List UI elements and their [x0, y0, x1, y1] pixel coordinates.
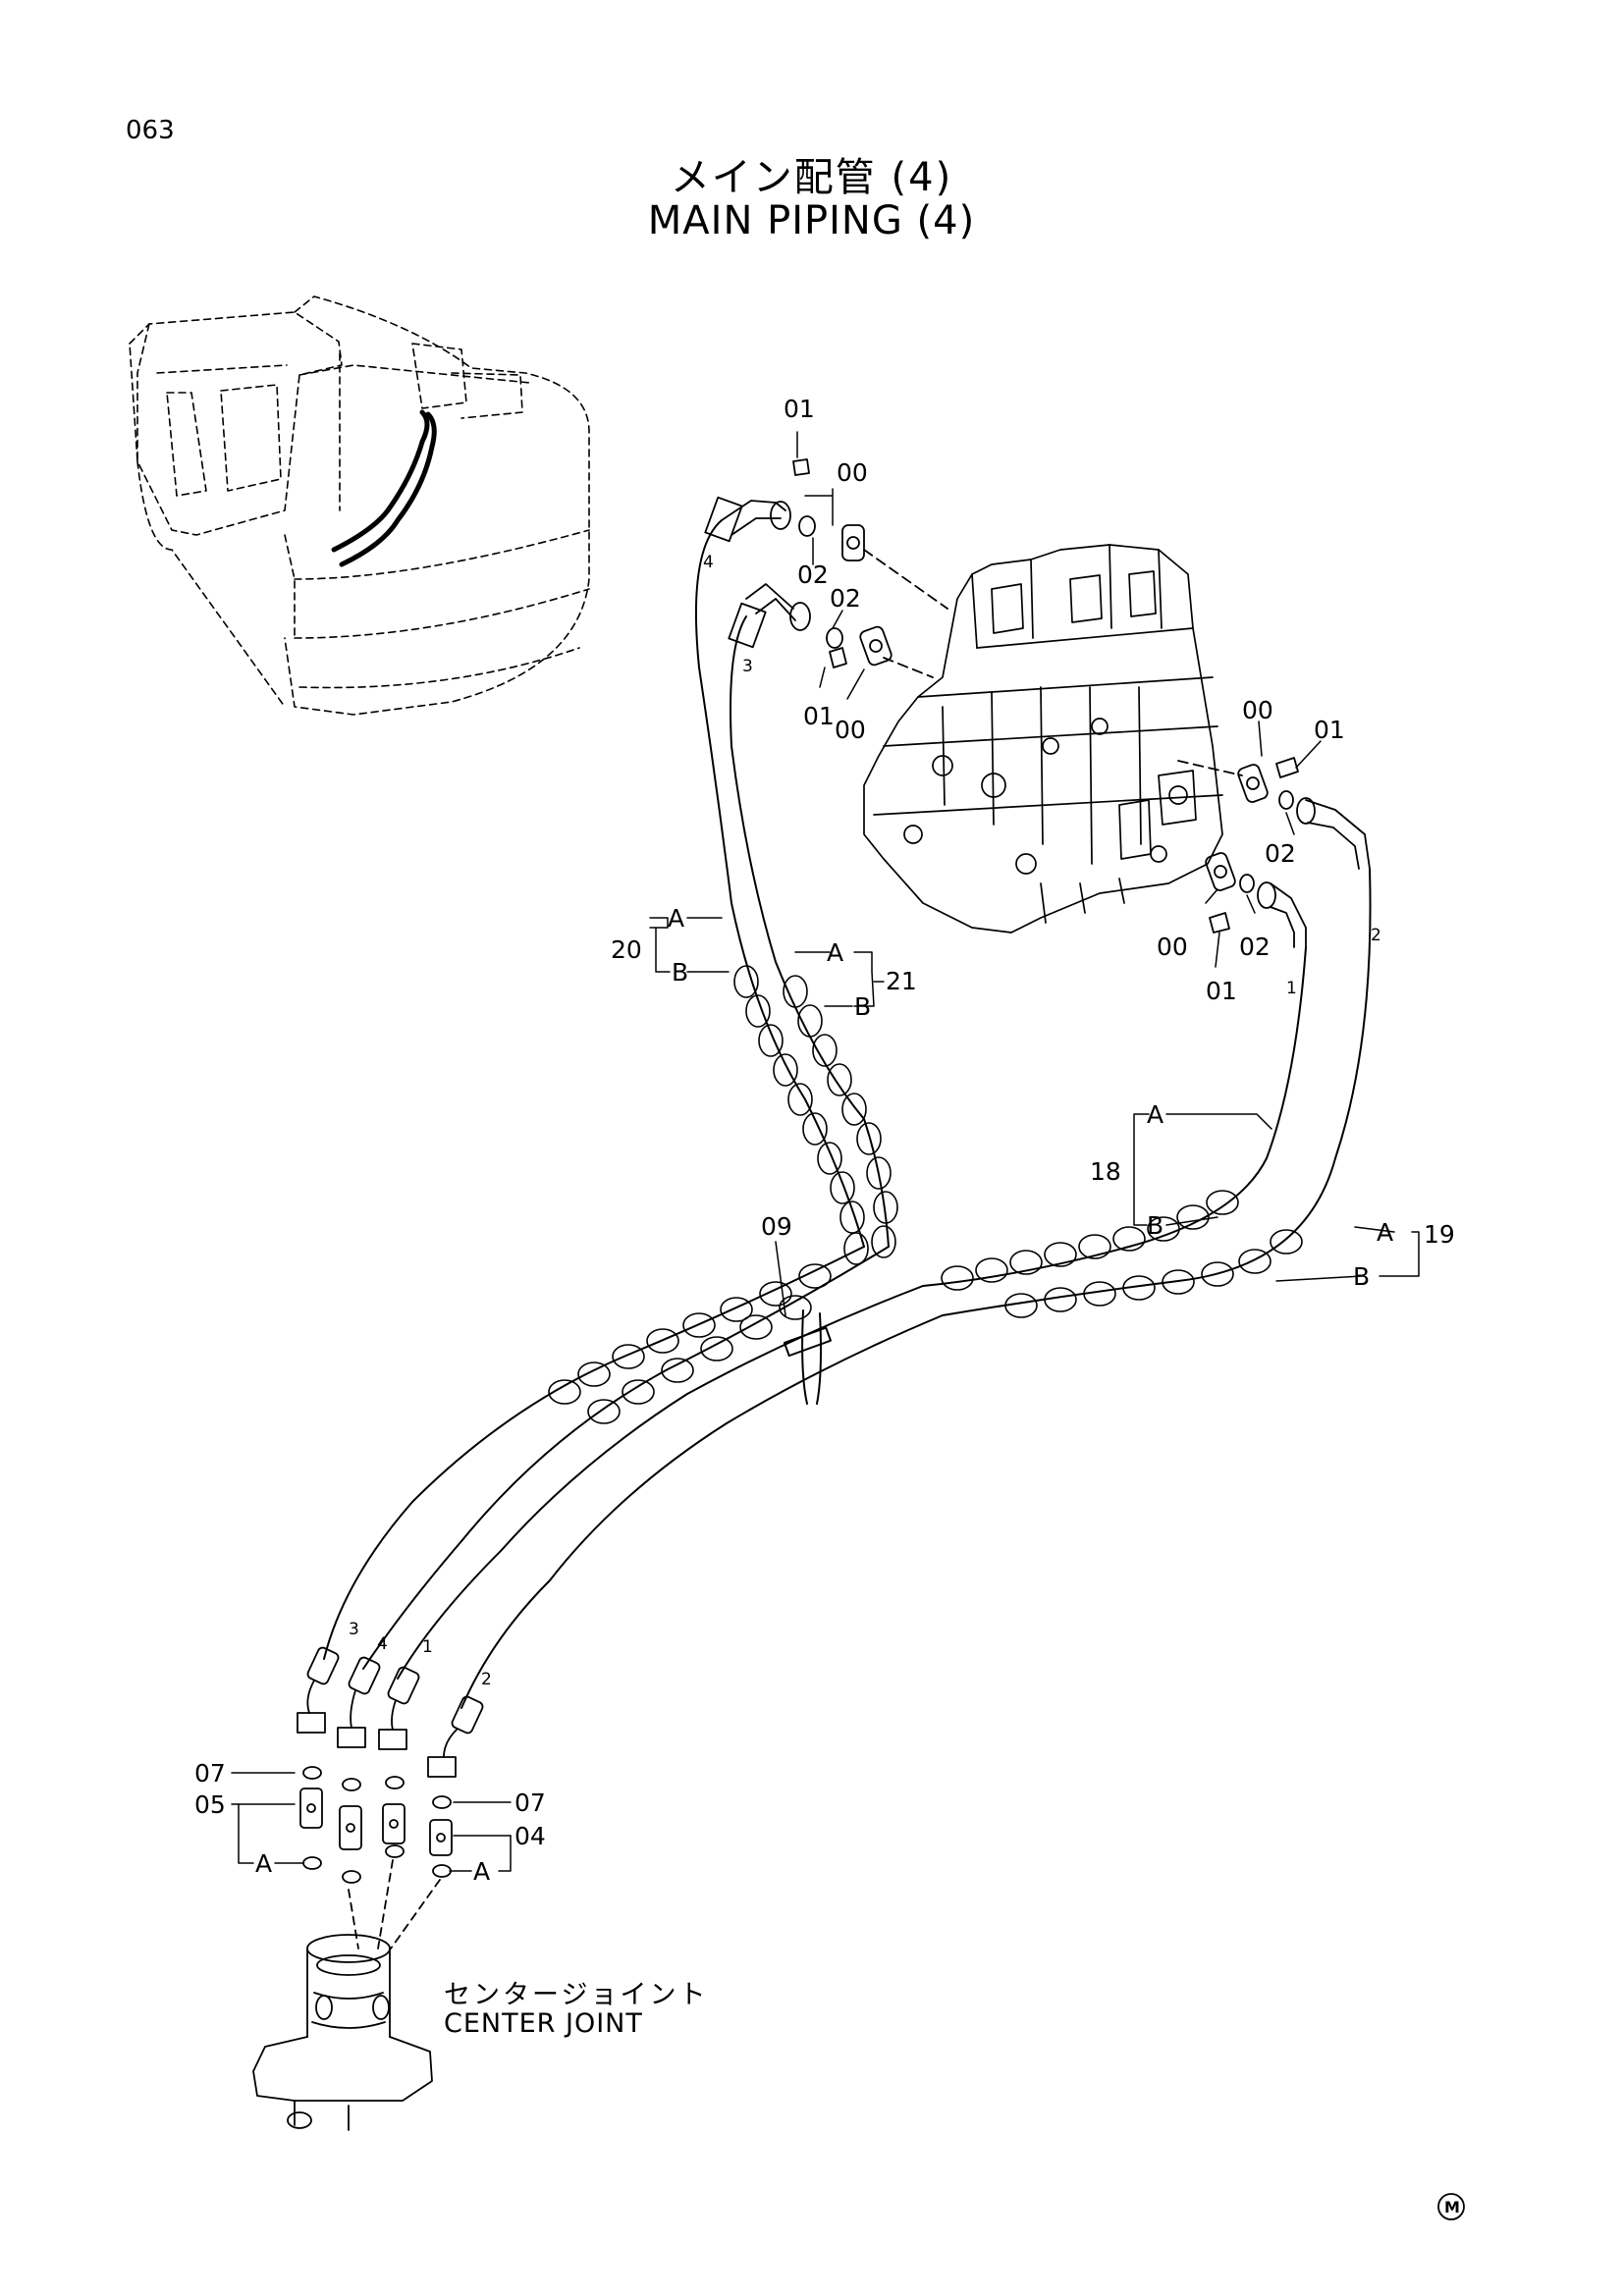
hose-mark-top-4: 4	[703, 553, 714, 572]
hose-number-marks: 4 3 2 1 3 4 1 2	[349, 553, 1381, 1689]
hose-mark-top-3: 3	[742, 657, 753, 676]
callout-top-00b: 00	[835, 716, 866, 744]
callout-right-00a: 00	[1242, 696, 1273, 724]
callout-right-00b: 00	[1157, 933, 1188, 961]
callout-top-01b: 01	[803, 702, 835, 730]
hose-mark-bottom-1: 1	[422, 1637, 433, 1657]
callout-right-02a: 02	[1265, 839, 1296, 868]
callout-top-02a: 02	[797, 561, 829, 589]
page-number: 063	[126, 116, 175, 145]
callout-20-b: B	[672, 958, 688, 987]
callout-right-02b: 02	[1239, 933, 1271, 961]
lower-hose-run	[323, 1246, 944, 1709]
callout-04-a: A	[473, 1857, 490, 1886]
callout-19-a: A	[1377, 1218, 1393, 1247]
page-title-japanese: メイン配管 (4)	[670, 155, 953, 200]
page-title-english: MAIN PIPING (4)	[647, 198, 976, 243]
callout-labels: 00 01 02 02 01 00 00 01 02 00 02 01 20 A…	[194, 395, 1455, 1886]
hose-mark-top-1: 1	[1286, 979, 1297, 998]
callout-05-a: A	[255, 1849, 272, 1878]
adapter-fittings	[299, 1766, 453, 1949]
excavator-hose-detail	[331, 409, 437, 567]
right-hose-sleeve-guards	[941, 1190, 1303, 1318]
callout-20-a: A	[668, 904, 684, 933]
center-joint-body	[252, 1934, 433, 2131]
callout-20: 20	[611, 935, 642, 964]
callout-07-right: 07	[514, 1789, 546, 1817]
callout-top-01: 01	[784, 395, 815, 423]
callout-18-b: B	[1147, 1211, 1163, 1240]
left-hose-sleeve-guards	[733, 965, 898, 1265]
center-joint-label-japanese: センタージョイント	[444, 1980, 709, 2010]
m-badge-icon	[1437, 2193, 1465, 2220]
hose-mark-bottom-2: 2	[481, 1670, 492, 1689]
callout-top-02b: 02	[830, 584, 861, 613]
center-joint-label-english: CENTER JOINT	[444, 2008, 643, 2039]
callout-09: 09	[761, 1212, 792, 1241]
callout-18: 18	[1090, 1157, 1121, 1186]
control-valve	[863, 544, 1223, 934]
left-hose-pair	[694, 519, 890, 1248]
callout-07-left: 07	[194, 1759, 226, 1788]
hose-mark-top-2: 2	[1371, 926, 1381, 945]
callout-19-b: B	[1353, 1262, 1370, 1291]
hose-mark-bottom-4: 4	[377, 1634, 388, 1654]
hose-clamp	[783, 1309, 833, 1405]
excavator-thumbnail	[129, 295, 590, 716]
callout-19: 19	[1424, 1220, 1455, 1249]
callout-21-b: B	[854, 992, 871, 1021]
callout-leader-lines	[231, 431, 1420, 1872]
callout-04: 04	[514, 1822, 546, 1850]
lower-hose-sleeve-guards	[548, 1263, 832, 1424]
callout-right-01b: 01	[1206, 977, 1237, 1005]
callout-21-a: A	[827, 938, 843, 967]
top-port-fittings	[704, 458, 948, 678]
right-hose-pair	[922, 868, 1372, 1316]
callout-right-01a: 01	[1314, 716, 1345, 744]
callout-05: 05	[194, 1790, 226, 1819]
hose-mark-bottom-3: 3	[349, 1620, 359, 1639]
bottom-hose-end-fittings	[297, 1646, 484, 1778]
callout-18-a: A	[1147, 1100, 1163, 1129]
callout-21: 21	[886, 967, 917, 995]
callout-top-00: 00	[837, 458, 868, 487]
right-port-fittings	[1177, 757, 1371, 948]
m-badge-letter: M	[1444, 2198, 1460, 2216]
